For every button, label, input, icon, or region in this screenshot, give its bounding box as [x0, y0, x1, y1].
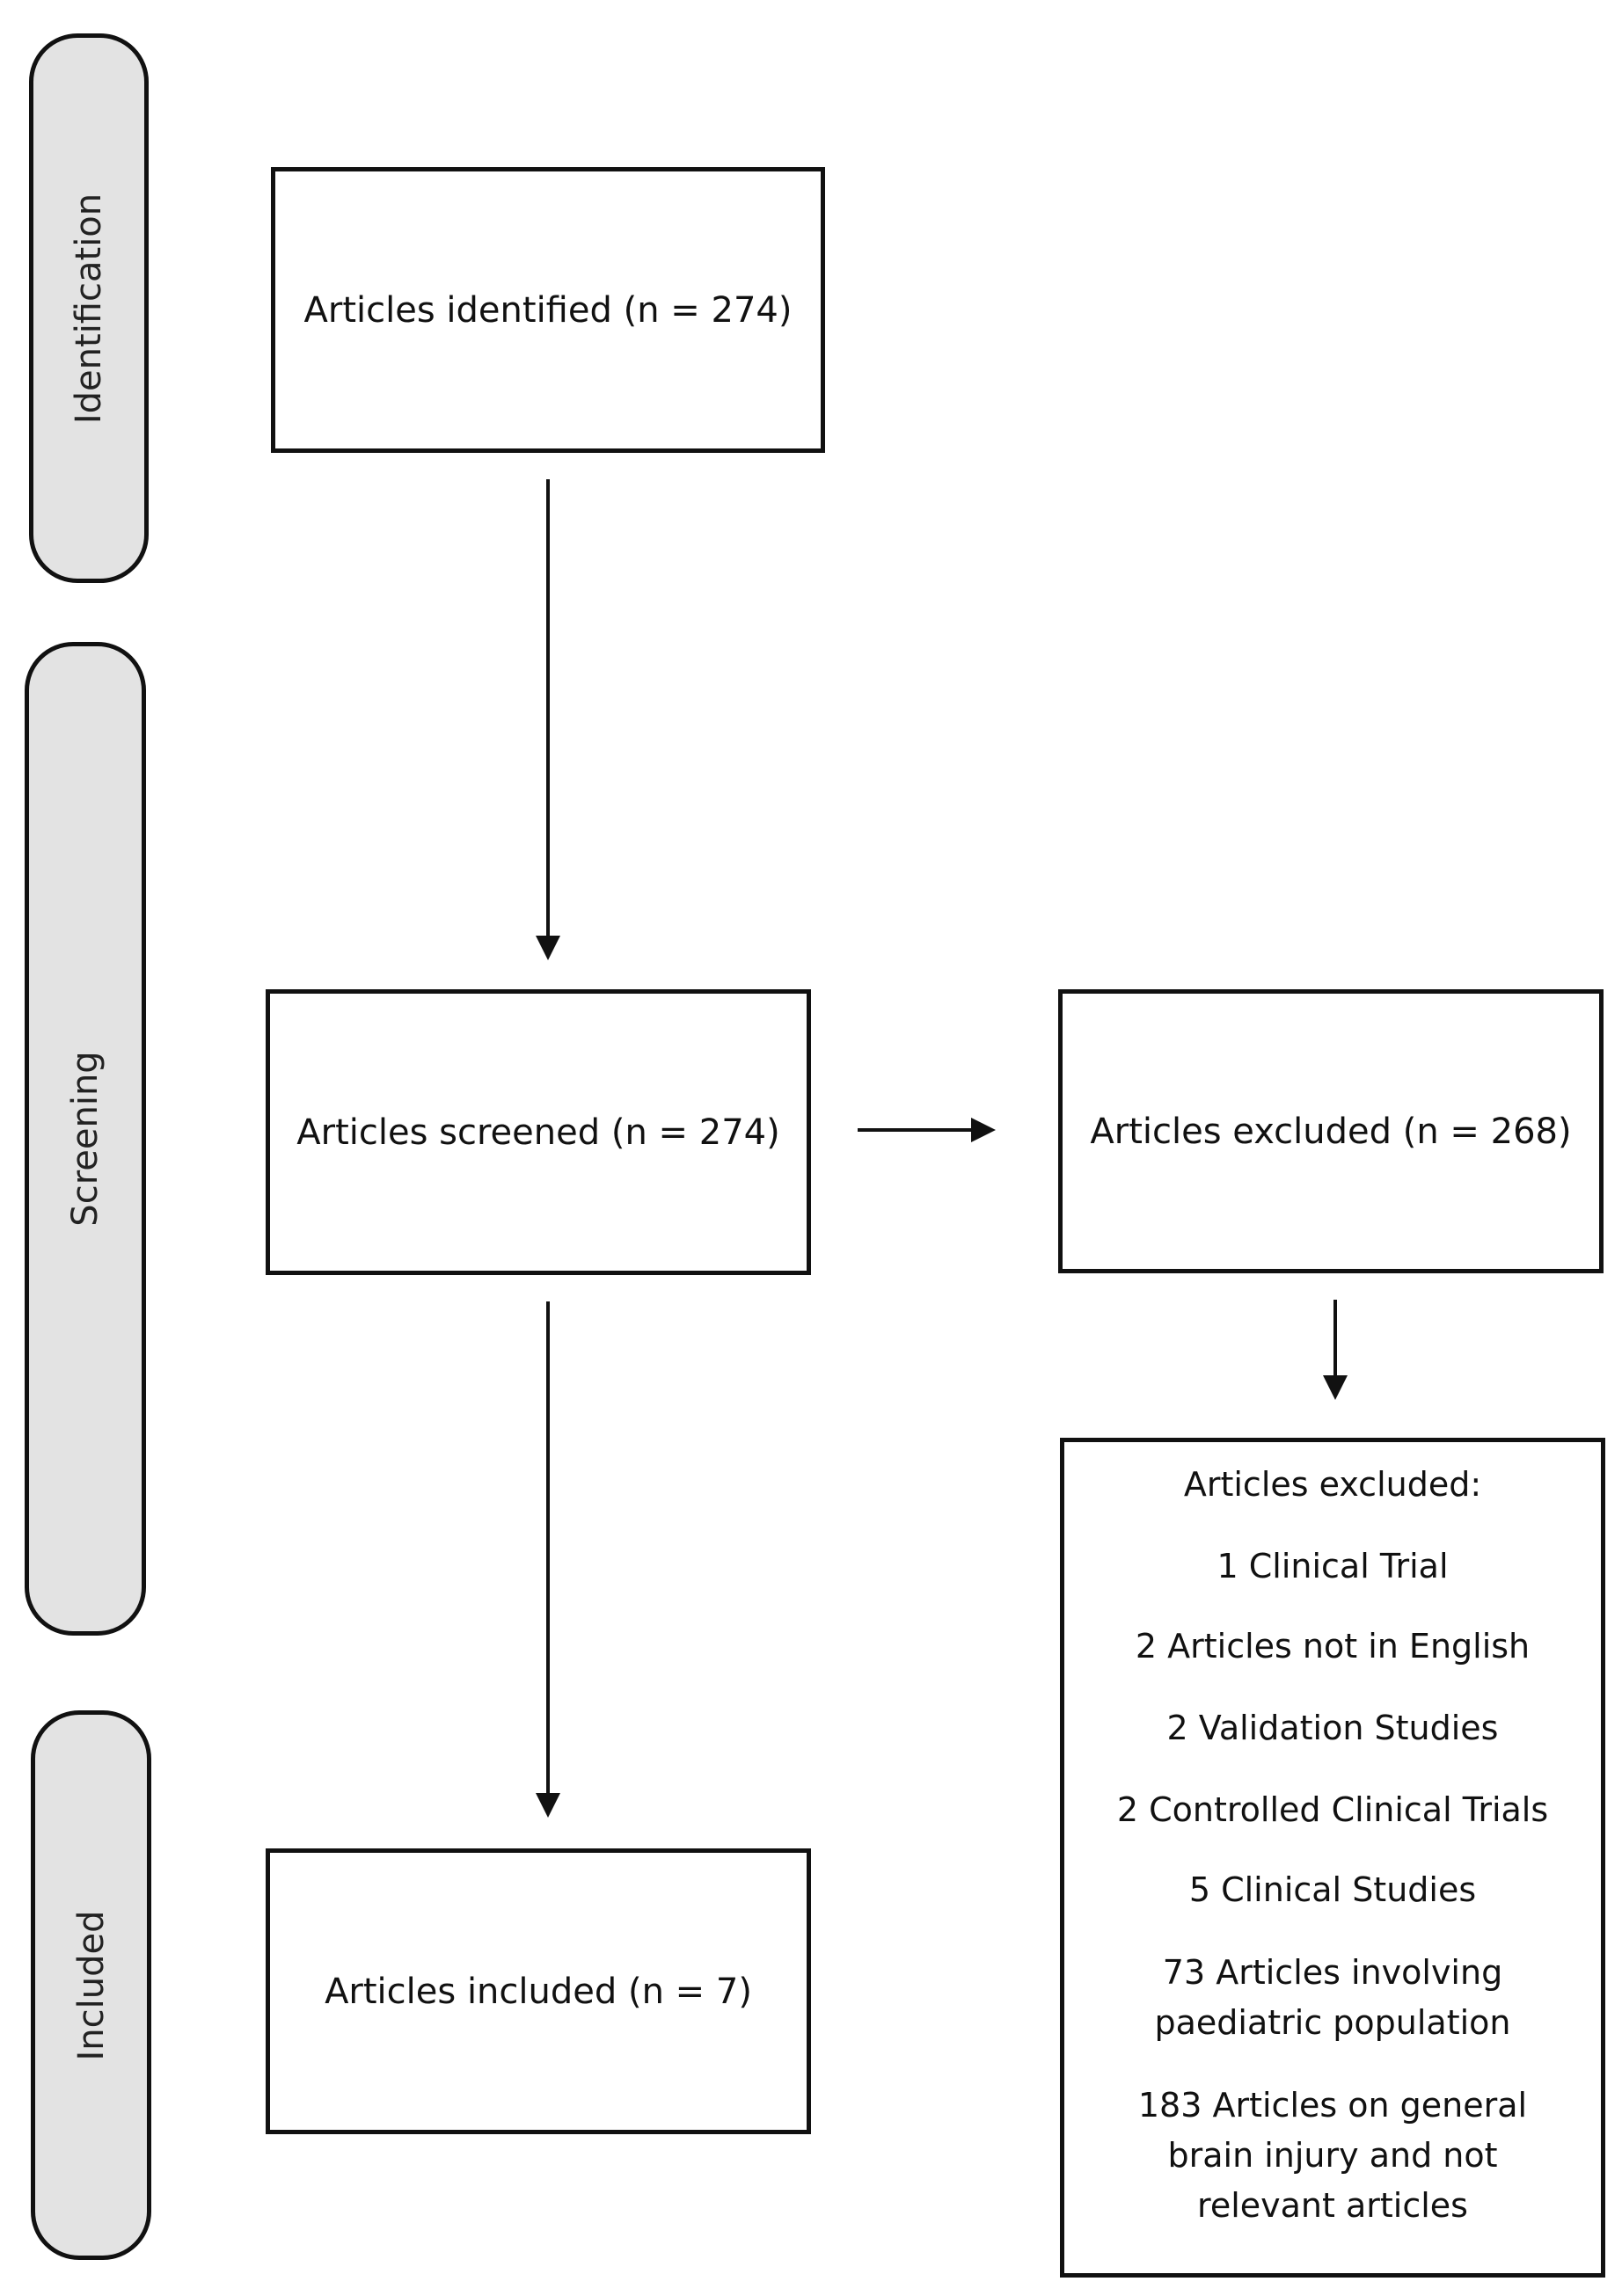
phase-identification: Identification	[29, 33, 149, 583]
box-articles-included-text: Articles included (n = 7)	[325, 1971, 752, 2012]
box-articles-included: Articles included (n = 7)	[266, 1848, 811, 2134]
exclusion-reason: 2 Controlled Clinical Trials	[1116, 1790, 1549, 1829]
box-articles-excluded: Articles excluded (n = 268)	[1058, 989, 1604, 1273]
arrow-identified-to-screened	[536, 479, 560, 960]
exclusion-reason: 2 Validation Studies	[1166, 1709, 1499, 1747]
box-articles-identified-text: Articles identified (n = 274)	[303, 289, 793, 331]
exclusion-reason: brain injury and not	[1167, 2136, 1498, 2175]
box-articles-identified: Articles identified (n = 274)	[271, 167, 825, 453]
exclusion-heading: Articles excluded:	[1183, 1465, 1482, 1504]
phase-included: Included	[31, 1710, 151, 2260]
exclusion-reason: 5 Clinical Studies	[1188, 1870, 1477, 1909]
box-articles-excluded-text: Articles excluded (n = 268)	[1090, 1111, 1572, 1152]
exclusion-reason: 183 Articles on general	[1137, 2086, 1528, 2125]
exclusion-reason: paediatric population	[1154, 2003, 1511, 2042]
arrow-screened-to-excluded	[858, 1118, 996, 1142]
arrow-screened-to-included	[536, 1301, 560, 1818]
exclusion-reason: relevant articles	[1197, 2186, 1468, 2225]
box-articles-screened: Articles screened (n = 274)	[266, 989, 811, 1275]
exclusion-reason: 73 Articles involving	[1162, 1953, 1503, 1992]
box-exclusion-reasons: Articles excluded: 1 Clinical Trial 2 Ar…	[1060, 1438, 1605, 2278]
exclusion-reason: 2 Articles not in English	[1135, 1627, 1531, 1666]
box-articles-screened-text: Articles screened (n = 274)	[296, 1112, 780, 1153]
exclusion-reason: 1 Clinical Trial	[1216, 1547, 1449, 1585]
phase-screening: Screening	[25, 642, 146, 1636]
arrow-excluded-to-reasons	[1323, 1300, 1348, 1400]
